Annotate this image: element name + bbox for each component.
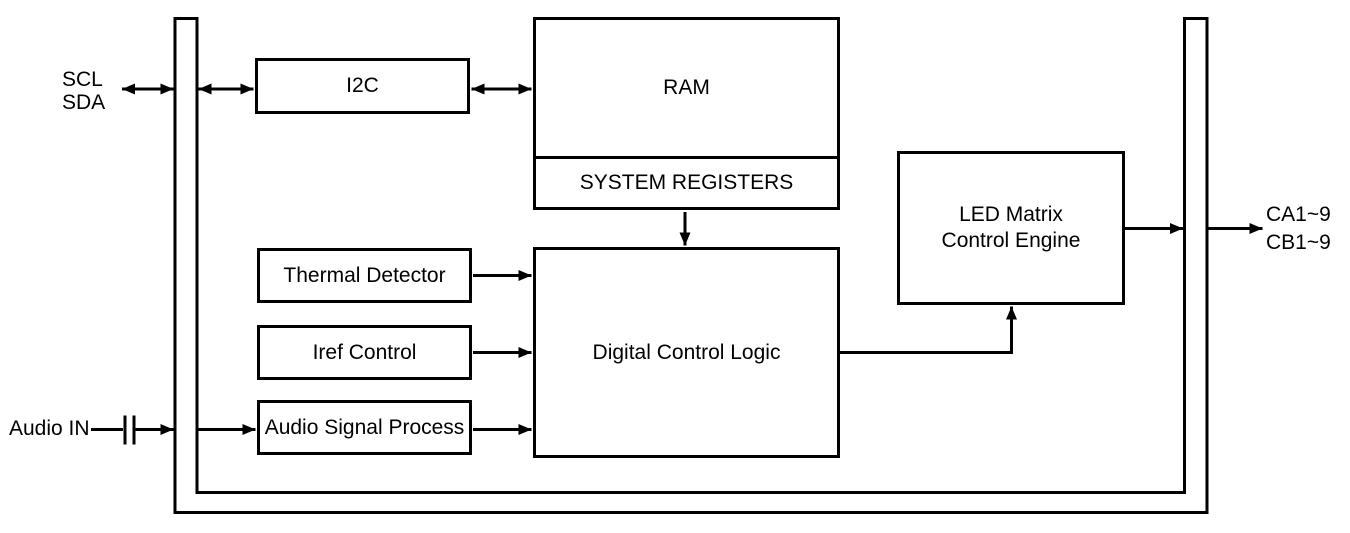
audio-in-wire [91, 415, 174, 445]
pin-sda: SDA [62, 91, 106, 114]
block-iref-control-label: Iref Control [312, 340, 417, 364]
block-system-registers: SYSTEM REGISTERS [536, 156, 837, 207]
block-thermal-detector-label: Thermal Detector [283, 263, 446, 287]
pin-ca: CA1~9 [1266, 203, 1331, 226]
pin-label-audio-in: Audio IN [9, 417, 90, 441]
block-audio-signal-process: Audio Signal Process [257, 400, 472, 455]
pin-label-scl-sda: SCL SDA [62, 68, 105, 114]
block-iref-control: Iref Control [257, 325, 472, 380]
pin-audio-in: Audio IN [9, 417, 90, 440]
chip-boundary [173, 17, 1209, 514]
pin-scl: SCL [62, 68, 103, 91]
block-system-registers-label: SYSTEM REGISTERS [579, 171, 794, 194]
block-ram-label: RAM [663, 76, 710, 99]
pin-cb: CB1~9 [1266, 231, 1331, 254]
block-thermal-detector: Thermal Detector [257, 248, 472, 303]
block-led-matrix-control-engine: LED Matrix Control Engine [897, 151, 1125, 305]
pin-label-ca-cb: CA1~9 CB1~9 [1266, 201, 1331, 257]
block-led-matrix-label-line1: LED Matrix [959, 203, 1063, 226]
block-digital-control-logic-label: Digital Control Logic [592, 340, 781, 364]
block-ram: RAM SYSTEM REGISTERS [533, 17, 840, 210]
capacitor-icon [123, 415, 136, 445]
dcl-to-led-arrow [840, 306, 1017, 354]
block-i2c-label: I2C [346, 74, 379, 97]
block-ram-cell: RAM [536, 20, 837, 156]
block-led-matrix-label-line2: Control Engine [941, 229, 1081, 252]
block-i2c: I2C [255, 58, 470, 114]
block-digital-control-logic: Digital Control Logic [533, 247, 840, 458]
block-audio-signal-process-label: Audio Signal Process [264, 415, 465, 439]
